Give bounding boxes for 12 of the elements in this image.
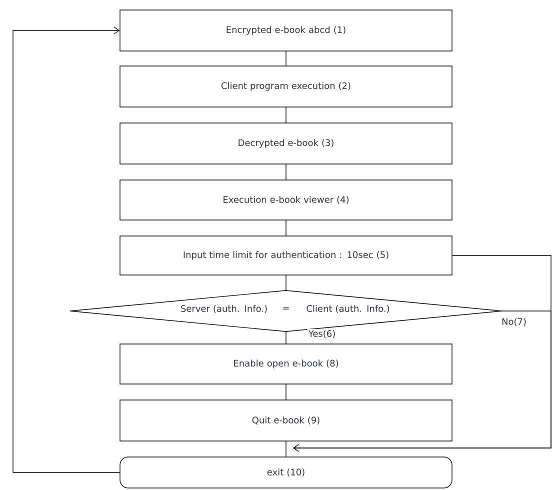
- arrow: [293, 310, 552, 452]
- edge-label: Yes(6): [307, 329, 337, 339]
- terminal-box: exit (10): [120, 456, 452, 488]
- arrow: [12, 26, 120, 473]
- process-box: Input time limit for authentication : 10sec (5): [120, 236, 452, 276]
- process-box: Enable open e-book (8): [120, 344, 452, 384]
- process-box: Client program execution (2): [120, 66, 452, 108]
- process-box: Encrypted e-book abcd (1): [120, 10, 452, 52]
- process-box: Execution e-book viewer (4): [120, 180, 452, 220]
- process-box: Decrypted e-book (3): [120, 122, 452, 164]
- edge-label: No(7): [500, 317, 528, 327]
- process-box: Quit e-book (9): [120, 400, 452, 442]
